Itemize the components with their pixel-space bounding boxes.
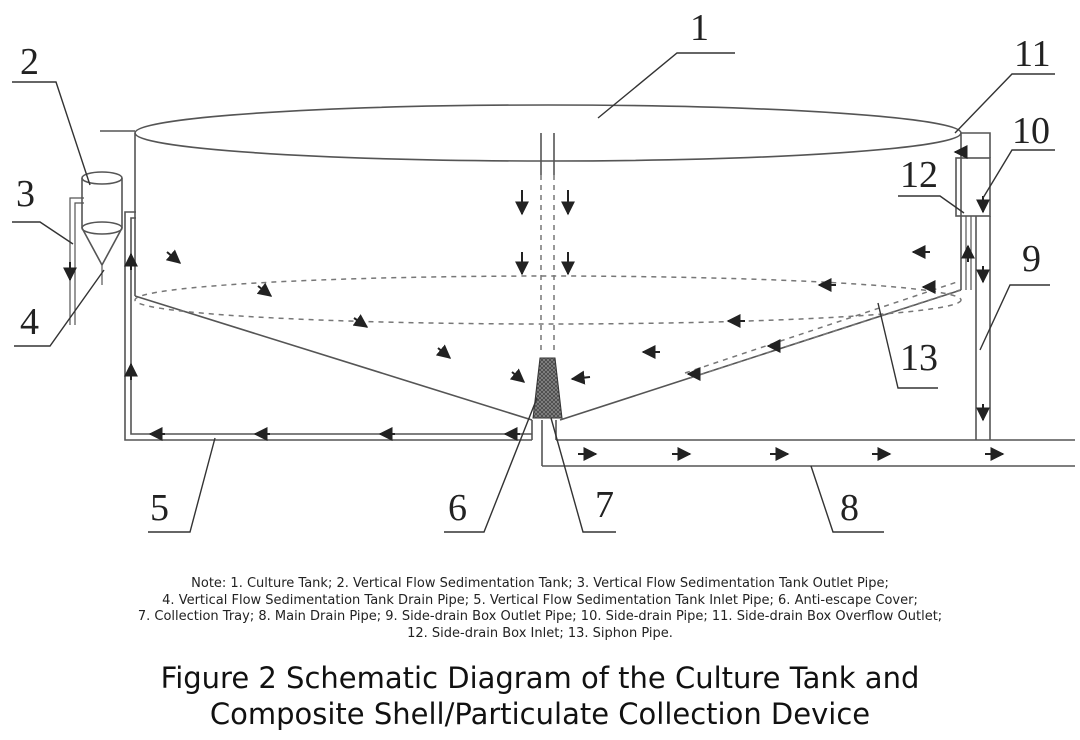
callout-10: 10 (1012, 110, 1050, 152)
callout-5: 5 (150, 487, 169, 529)
central-column (540, 133, 555, 355)
callout-4: 4 (20, 301, 39, 343)
callout-11: 11 (1014, 33, 1051, 75)
note-line: 7. Collection Tray; 8. Main Drain Pipe; … (137, 609, 943, 624)
callout-2: 2 (20, 41, 39, 83)
caption-line-2: Composite Shell/Particulate Collection D… (209, 697, 871, 731)
vertical-flow-sedimentation-tank (81, 171, 123, 285)
callout-6: 6 (448, 487, 467, 529)
callout-8: 8 (840, 487, 859, 529)
anti-escape-cover (532, 357, 563, 419)
caption-line-1: Figure 2 Schematic Diagram of the Cultur… (160, 661, 920, 695)
figure-note: Note: 1. Culture Tank; 2. Vertical Flow … (0, 576, 1080, 642)
callout-1: 1 (690, 7, 709, 49)
main-drain-pipe (542, 439, 1075, 467)
siphon-pipe (684, 281, 961, 379)
collection-tray (531, 420, 557, 466)
callout-12: 12 (900, 154, 938, 196)
note-line: Note: 1. Culture Tank; 2. Vertical Flow … (191, 576, 889, 591)
culture-tank (100, 104, 962, 421)
sedimentation-outlet-pipe (69, 197, 84, 325)
note-line: 4. Vertical Flow Sedimentation Tank Drai… (162, 592, 918, 608)
culture-tank-schematic: 1 2 3 4 5 6 7 8 9 10 11 12 13 (12, 7, 1075, 533)
sedimentation-inlet-pipe (124, 211, 532, 441)
note-line: 12. Side-drain Box Inlet; 13. Siphon Pip… (407, 625, 673, 641)
leader-lines (12, 52, 1055, 533)
figure-caption: Figure 2 Schematic Diagram of the Cultur… (0, 660, 1080, 732)
callout-13: 13 (900, 337, 938, 379)
flow-arrows (63, 145, 1005, 461)
callout-numbers: 1 2 3 4 5 6 7 8 9 10 11 12 13 (16, 7, 1051, 529)
callout-3: 3 (16, 173, 35, 215)
callout-9: 9 (1022, 238, 1041, 280)
callout-7: 7 (595, 484, 614, 526)
